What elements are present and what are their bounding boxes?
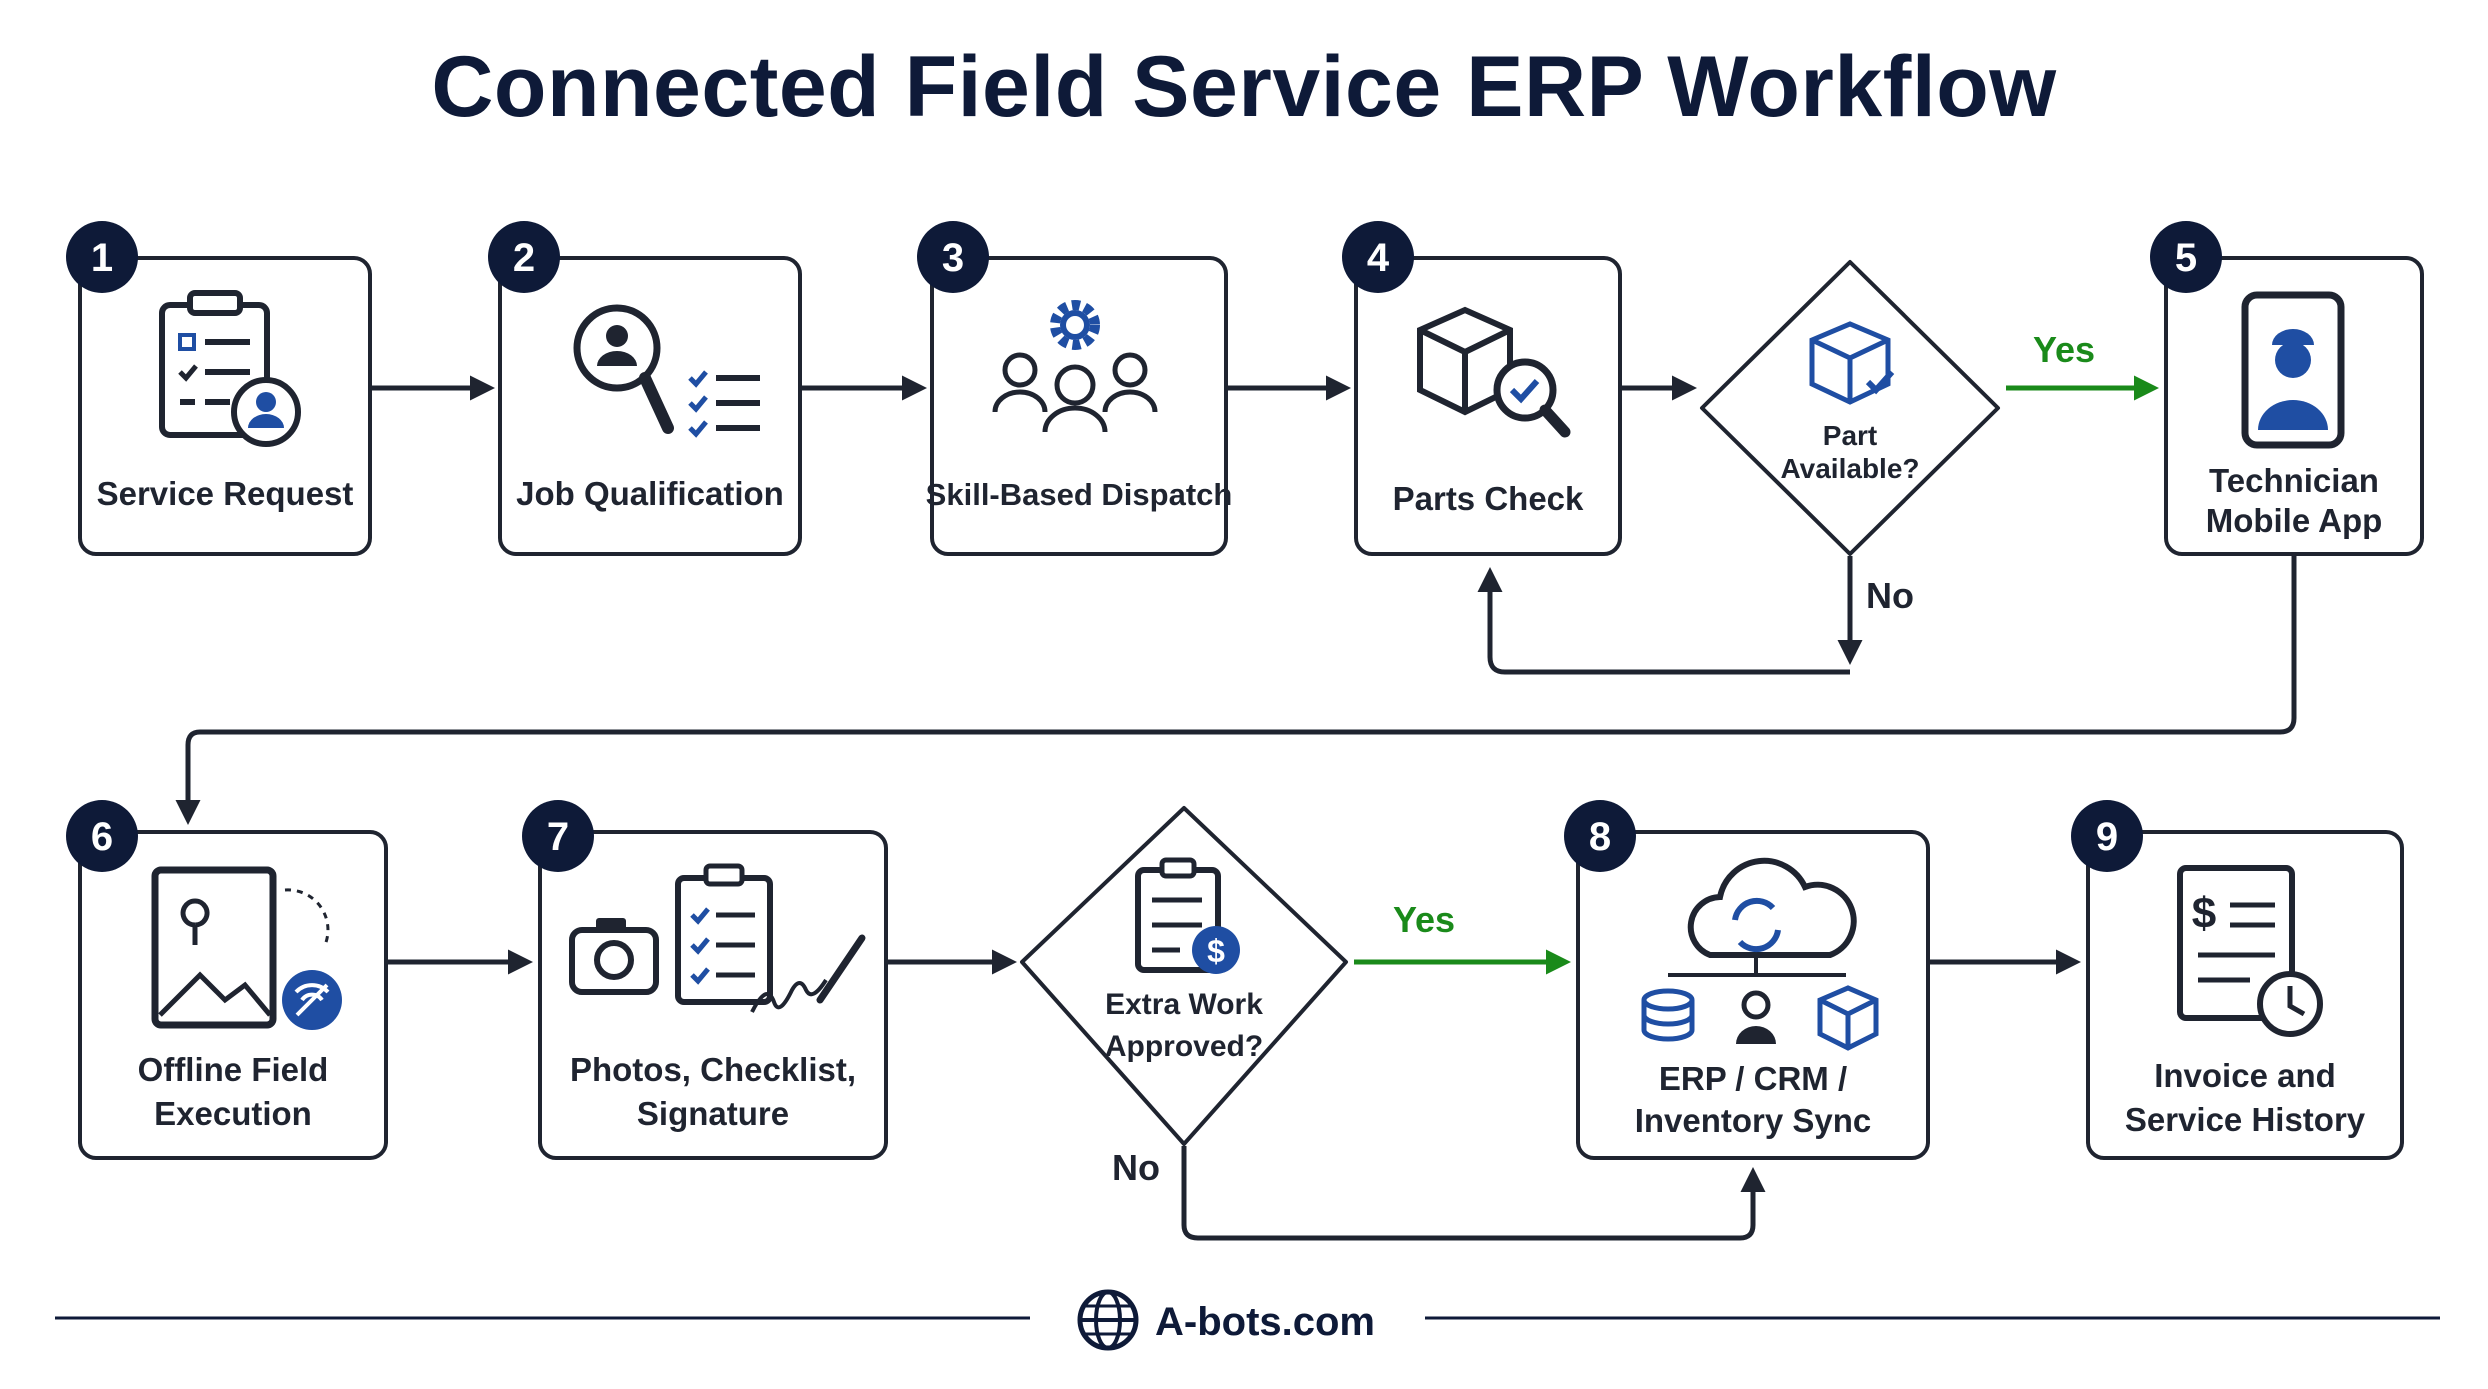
step-5-label-line-1: Technician xyxy=(2209,462,2379,499)
step-8-label-line-1: ERP / CRM / xyxy=(1659,1060,1847,1097)
step-number-badges: 1 2 3 4 5 6 7 8 9 xyxy=(66,221,2222,872)
step-4-label: Parts Check xyxy=(1393,480,1584,517)
magnifier-checklist-icon xyxy=(573,304,760,438)
camera-checklist-signature-icon xyxy=(569,863,866,1013)
decision-1-line-1: Part xyxy=(1823,420,1877,451)
box-search-icon xyxy=(1417,306,1571,438)
svg-text:$: $ xyxy=(2192,889,2216,938)
footer-site-link[interactable]: A-bots.com xyxy=(1155,1300,1375,1344)
decision-2-line-1: Extra Work xyxy=(1105,988,1263,1021)
badge-5: 5 xyxy=(2175,236,2197,280)
badge-1: 1 xyxy=(91,236,113,280)
step-8-erp-crm-inventory-sync: ERP / CRM / Inventory Sync xyxy=(1576,830,1930,1160)
decision-1-no-label: No xyxy=(1866,575,1914,616)
step-7-label-line-2: Signature xyxy=(637,1095,789,1132)
decision-2-yes-label: Yes xyxy=(1393,899,1455,940)
step-5-label-line-2: Mobile App xyxy=(2206,502,2383,539)
step-3-label: Skill-Based Dispatch xyxy=(926,477,1233,512)
badge-2: 2 xyxy=(513,236,535,280)
step-2-job-qualification: Job Qualification xyxy=(498,256,802,556)
decision-1-yes-label: Yes xyxy=(2033,329,2095,370)
badge-6: 6 xyxy=(91,815,113,859)
arrow-5-to-6 xyxy=(175,556,2297,825)
box-check-icon xyxy=(1809,321,1895,405)
step-1-service-request: Service Request xyxy=(78,256,372,556)
arrow-decision-2-no-loop xyxy=(1181,1146,1766,1241)
invoice-clock-icon: $ xyxy=(2177,865,2323,1037)
globe-icon xyxy=(1077,1289,1139,1351)
arrow-decision-1-no-loop xyxy=(1477,567,1850,675)
decision-extra-work-approved: $ Extra Work Approved? xyxy=(1020,806,1348,1146)
team-gear-icon xyxy=(992,300,1158,433)
step-8-label-line-2: Inventory Sync xyxy=(1635,1102,1872,1139)
badge-7: 7 xyxy=(547,815,569,859)
decision-2-line-2: Approved? xyxy=(1105,1030,1263,1063)
badge-4: 4 xyxy=(1367,236,1390,280)
clipboard-dollar-icon: $ xyxy=(1135,857,1240,974)
inventory-box-icon xyxy=(1817,985,1879,1051)
step-9-invoice-service-history: $ Invoice and Service History xyxy=(2086,830,2404,1160)
step-2-label: Job Qualification xyxy=(516,475,784,512)
user-icon xyxy=(1741,990,1771,1020)
step-6-offline-field-execution: Offline Field Execution xyxy=(78,830,388,1160)
badge-8: 8 xyxy=(1589,815,1611,859)
page-title: Connected Field Service ERP Workflow xyxy=(431,39,2057,135)
technician-phone-icon xyxy=(2241,291,2345,449)
step-3-skill-based-dispatch: Skill-Based Dispatch xyxy=(926,256,1233,556)
step-9-label-line-1: Invoice and xyxy=(2154,1057,2336,1094)
step-7-label-line-1: Photos, Checklist, xyxy=(570,1051,856,1088)
decision-2-no-label: No xyxy=(1112,1147,1160,1188)
clipboard-user-icon xyxy=(159,290,301,447)
step-1-label: Service Request xyxy=(97,475,354,512)
svg-text:$: $ xyxy=(1207,933,1225,969)
decision-part-available: Part Available? xyxy=(1700,260,2000,556)
step-9-label-line-2: Service History xyxy=(2125,1101,2366,1138)
step-5-technician-mobile-app: Technician Mobile App xyxy=(2164,256,2424,556)
badge-9: 9 xyxy=(2096,815,2118,859)
step-6-label-line-1: Offline Field xyxy=(138,1051,329,1088)
step-7-photos-checklist-signature: Photos, Checklist, Signature xyxy=(538,830,888,1160)
cloud-sync-icon xyxy=(1641,857,1879,1051)
offline-map-icon xyxy=(151,866,342,1030)
step-6-label-line-2: Execution xyxy=(154,1095,312,1132)
step-4-parts-check: Parts Check xyxy=(1354,256,1622,556)
badge-3: 3 xyxy=(942,236,964,280)
decision-1-line-2: Available? xyxy=(1780,453,1919,484)
